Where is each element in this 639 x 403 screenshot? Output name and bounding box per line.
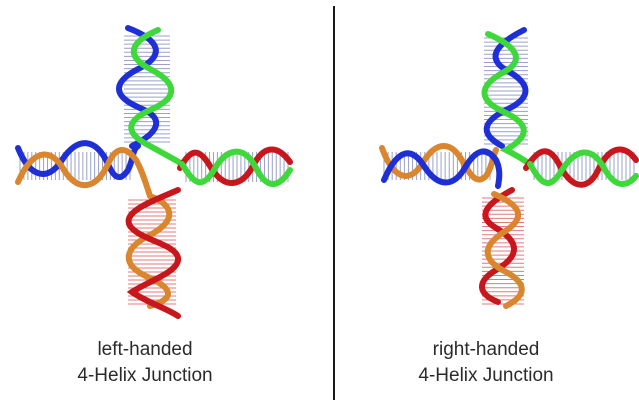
right-handed-junction-panel: right-handed 4-Helix Junction bbox=[336, 0, 639, 403]
right-caption-line-2: 4-Helix Junction bbox=[336, 363, 636, 389]
left-handed-junction-panel: left-handed 4-Helix Junction bbox=[0, 0, 330, 403]
right-junction-caption: right-handed 4-Helix Junction bbox=[336, 337, 636, 389]
left-caption-line-1: left-handed bbox=[0, 337, 290, 363]
right-handed-junction-illustration bbox=[336, 0, 639, 330]
left-junction-caption: left-handed 4-Helix Junction bbox=[0, 337, 290, 389]
panel-divider bbox=[333, 6, 335, 400]
right-caption-line-1: right-handed bbox=[336, 337, 636, 363]
left-handed-junction-illustration bbox=[0, 0, 330, 330]
left-caption-line-2: 4-Helix Junction bbox=[0, 363, 290, 389]
